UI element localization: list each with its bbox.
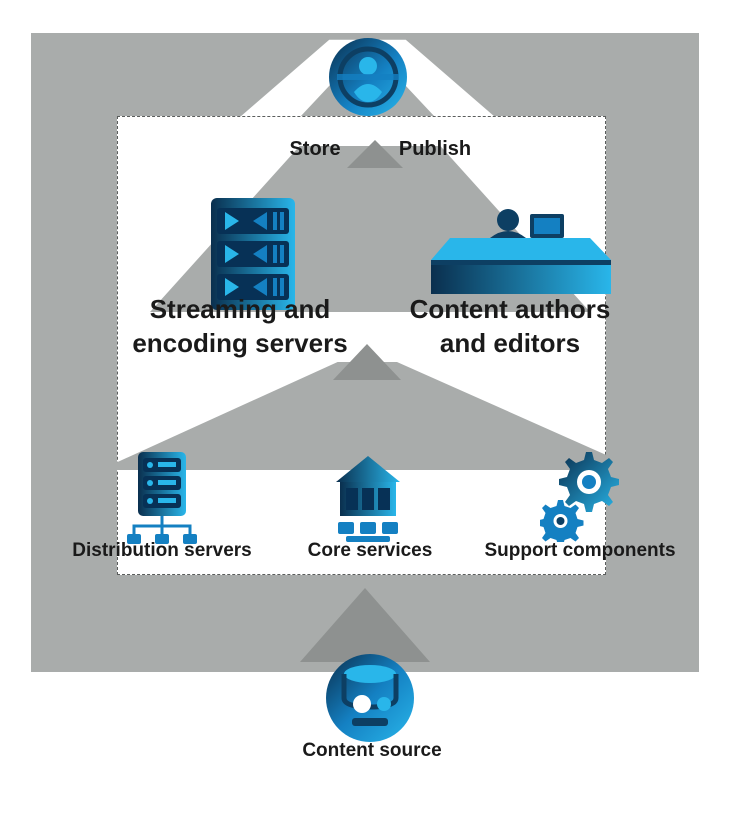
tier3-right-label: Support components (484, 540, 676, 561)
tier2-right-label: Content authors and editors (355, 292, 665, 360)
transition-label-store: Store (289, 138, 341, 160)
transition-label-publish: Publish (398, 138, 472, 160)
tier2-left-label-line1: Streaming and (149, 294, 331, 324)
tier3-left-label: Distribution servers (72, 540, 252, 561)
tier2-right-label-line1: Content authors (409, 294, 611, 324)
author-desk-icon (431, 209, 611, 294)
content-source-icon (326, 654, 414, 742)
tier2-right-label-line2: and editors (439, 328, 581, 358)
users-globe-icon (329, 38, 407, 116)
distribution-server-icon (127, 452, 197, 544)
bottom-source-label: Content source (302, 740, 442, 761)
core-services-icon (336, 456, 400, 542)
media-servers-icon (211, 198, 295, 310)
tier2-left-label-line2: encoding servers (132, 328, 348, 358)
gears-icon (540, 452, 619, 542)
tier3-middle-label: Core services (307, 540, 433, 561)
tier2-left-label: Streaming and encoding servers (85, 292, 395, 360)
